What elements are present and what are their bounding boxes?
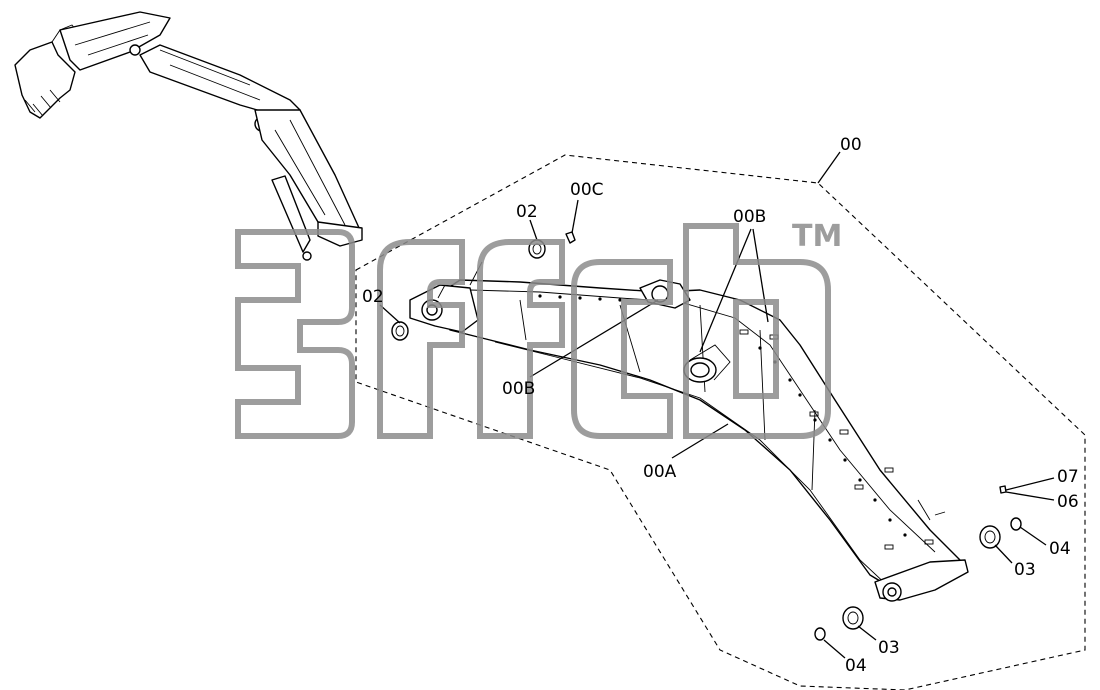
label-02-upper: 02 — [516, 202, 538, 222]
label-00a: 00A — [643, 462, 677, 482]
label-04-right: 04 — [1049, 539, 1071, 559]
label-06: 06 — [1057, 492, 1079, 512]
label-03-right: 03 — [1014, 560, 1036, 580]
part-02-left — [391, 321, 409, 341]
label-00: 00 — [840, 135, 862, 155]
watermark-logo: TM — [235, 219, 842, 439]
label-03-lower: 03 — [878, 638, 900, 658]
overview-arm-illustration — [14, 11, 363, 261]
part-04-right — [1010, 517, 1022, 531]
boom-rivets — [538, 294, 907, 537]
part-03-lower — [842, 606, 864, 630]
label-04-lower: 04 — [845, 656, 867, 676]
assembly-outline — [355, 154, 1086, 690]
label-00b-upper: 00B — [733, 207, 766, 227]
label-07: 07 — [1057, 467, 1079, 487]
callout-labels: 00 00B 00C 02 02 00B 00A 07 06 04 03 03 … — [362, 135, 1079, 676]
watermark-trademark: TM — [792, 219, 842, 254]
part-06-07-pin — [999, 485, 1007, 494]
leader-lines — [379, 151, 1055, 659]
part-04-lower — [814, 627, 826, 641]
label-00b-lower: 00B — [502, 379, 535, 399]
label-02-left: 02 — [362, 287, 384, 307]
part-00c-pin — [565, 231, 576, 244]
part-03-right — [979, 525, 1001, 549]
label-00c: 00C — [570, 180, 604, 200]
